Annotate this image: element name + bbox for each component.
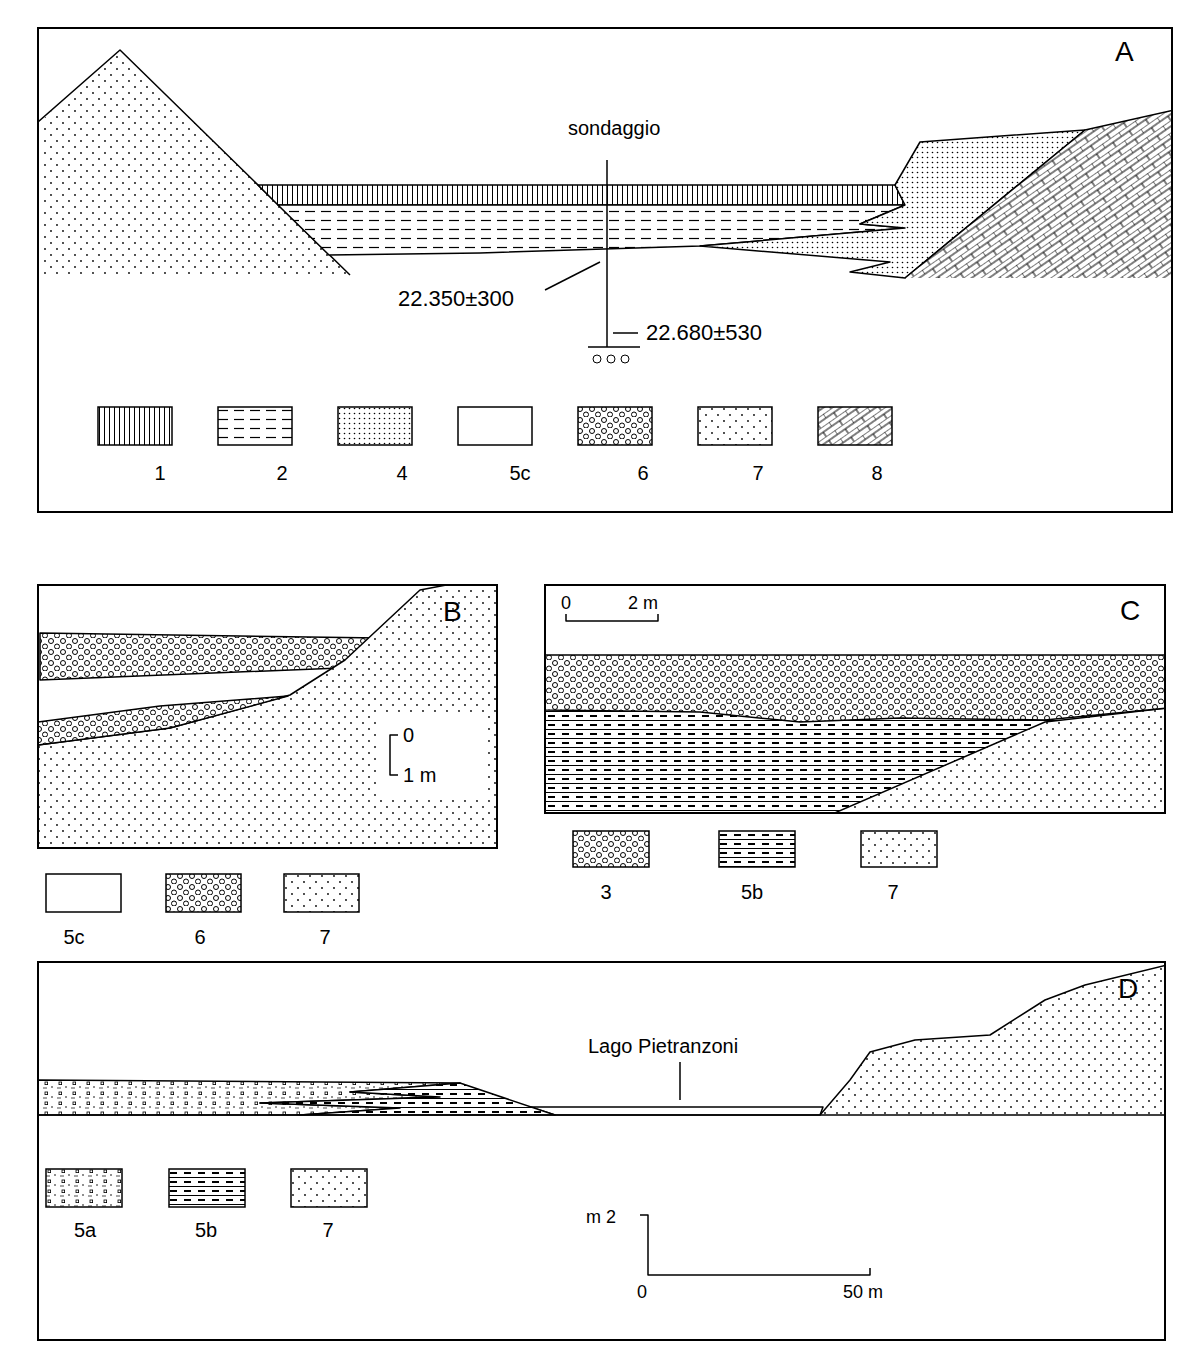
legend-swatch (337, 406, 413, 446)
scale-value: 1 m (403, 765, 436, 785)
legend-label: 7 (319, 927, 330, 947)
place-name: Lago Pietranzoni (588, 1036, 738, 1056)
legend-swatch (97, 406, 173, 446)
radiocarbon-date: 22.350±300 (398, 288, 514, 310)
legend-swatch (168, 1168, 246, 1208)
legend-swatch (165, 873, 242, 913)
legend-label: 7 (752, 463, 763, 483)
section-d (38, 965, 1165, 1275)
legend-label: 3 (600, 882, 611, 902)
legend-label: 7 (887, 882, 898, 902)
scale-value: 50 m (843, 1283, 883, 1301)
legend-swatch (290, 1168, 368, 1208)
legend-swatch (718, 830, 796, 868)
legend-label: 4 (396, 463, 407, 483)
legend-label: 5c (63, 927, 84, 947)
legend-swatch (283, 873, 360, 913)
panel-letter: C (1120, 597, 1140, 625)
scale-value: 2 m (628, 594, 658, 612)
legend-label: 6 (194, 927, 205, 947)
section-c (545, 614, 1165, 813)
legend-swatch (817, 406, 893, 446)
legend-label: 5a (74, 1220, 96, 1240)
section-a (38, 50, 1172, 363)
legend-swatch (217, 406, 293, 446)
legend-swatch (45, 1168, 123, 1208)
legend-swatch (572, 830, 650, 868)
borehole-label: sondaggio (568, 118, 660, 138)
panel-letter: A (1115, 38, 1134, 66)
legend-label: 7 (322, 1220, 333, 1240)
panel-letter: D (1118, 975, 1138, 1003)
legend-label: 1 (154, 463, 165, 483)
panel-letter: B (443, 598, 462, 626)
legend-label: 8 (871, 463, 882, 483)
legend-label: 5c (509, 463, 530, 483)
legend-swatch (45, 873, 122, 913)
scale-value: m 2 (586, 1208, 616, 1226)
legend-label: 2 (276, 463, 287, 483)
scale-value: 0 (561, 594, 571, 612)
legend-swatch (457, 406, 533, 446)
legend-swatch (577, 406, 653, 446)
legend-label: 6 (637, 463, 648, 483)
scale-value: 0 (403, 725, 414, 745)
legend-swatch (697, 406, 773, 446)
legend-label: 5b (195, 1220, 217, 1240)
section-b (38, 585, 497, 848)
radiocarbon-date: 22.680±530 (646, 322, 762, 344)
legend-label: 5b (741, 882, 763, 902)
legend-swatch (860, 830, 938, 868)
scale-value: 0 (637, 1283, 647, 1301)
